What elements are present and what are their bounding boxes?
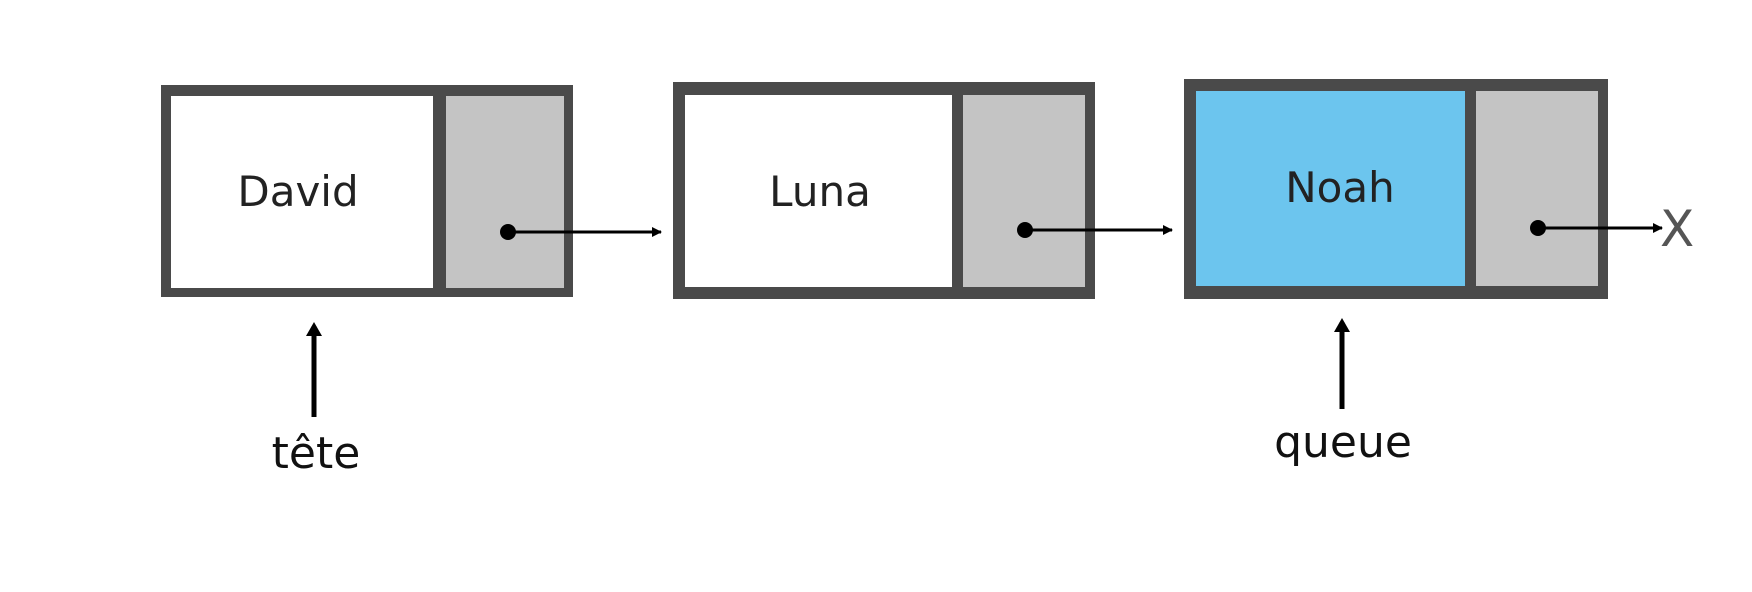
node-data-cell	[171, 96, 433, 288]
node-value: David	[237, 167, 358, 216]
next-pointer-null	[1530, 220, 1663, 236]
head-arrowhead	[306, 322, 322, 336]
head-label: tête	[272, 428, 361, 479]
node-pointer-cell	[963, 95, 1085, 287]
tail-arrowhead	[1334, 318, 1350, 332]
next-pointer	[1017, 222, 1173, 238]
list-node-luna: Luna	[673, 82, 1095, 299]
node-data-cell	[1196, 91, 1465, 286]
node-value: Luna	[769, 167, 871, 216]
list-node-noah: Noah	[1184, 79, 1608, 299]
list-node-david: David	[161, 85, 573, 297]
node-data-cell	[685, 95, 952, 287]
tail-pointer	[1334, 318, 1350, 409]
next-pointer	[500, 224, 662, 240]
head-pointer	[306, 322, 322, 417]
null-marker: X	[1660, 200, 1694, 258]
node-value: Noah	[1285, 163, 1394, 212]
node-pointer-cell	[1476, 91, 1598, 286]
tail-label: queue	[1274, 417, 1412, 468]
node-pointer-cell	[446, 96, 564, 288]
